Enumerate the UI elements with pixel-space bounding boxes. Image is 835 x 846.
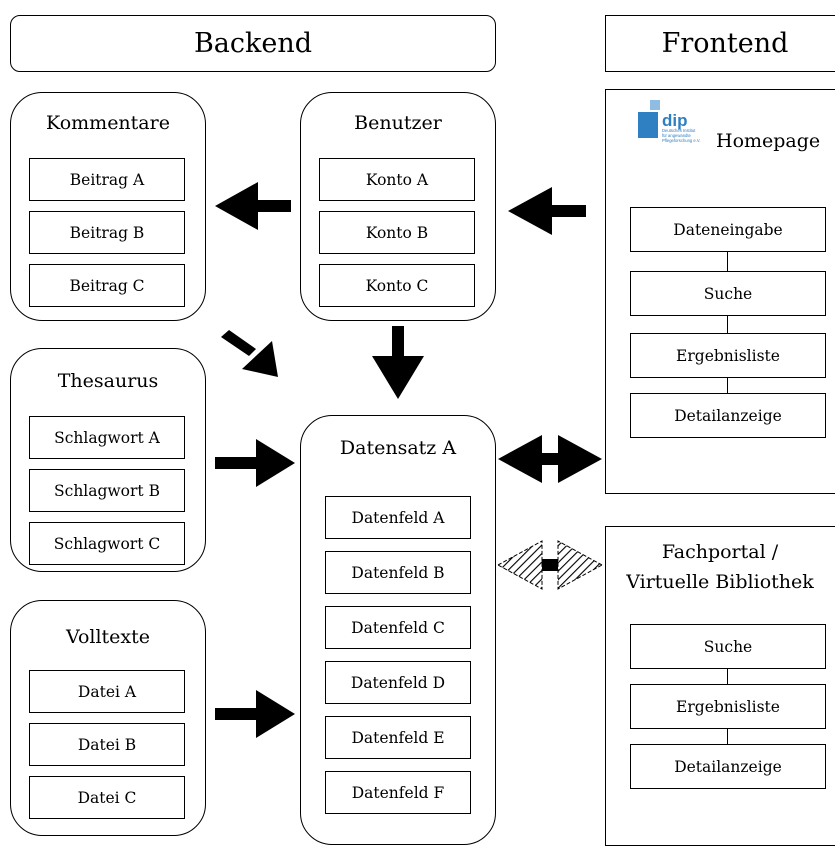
homepage-item: Detailanzeige	[630, 393, 826, 438]
thesaurus-item: Schlagwort C	[29, 522, 185, 565]
kommentare-title: Kommentare	[46, 112, 170, 134]
datensatz-item: Datenfeld D	[325, 661, 471, 704]
benutzer-item: Konto A	[319, 158, 475, 201]
volltexte-title: Volltexte	[65, 626, 151, 648]
arrow-kommentare-to-datensatz	[221, 330, 278, 377]
kommentare-panel: Kommentare Beitrag A Beitrag B Beitrag C	[10, 92, 206, 321]
thesaurus-panel: Thesaurus Schlagwort A Schlagwort B Schl…	[10, 348, 206, 572]
fachportal-item: Suche	[630, 624, 826, 669]
fachportal-title-2: Virtuelle Bibliothek	[626, 571, 814, 593]
volltexte-panel: Volltexte Datei A Datei B Datei C	[10, 600, 206, 836]
homepage-item: Ergebnisliste	[630, 333, 826, 378]
homepage-item: Suche	[630, 271, 826, 316]
arrow-benutzer-to-kommentare	[215, 182, 291, 230]
kommentare-item: Beitrag B	[29, 211, 185, 254]
fachportal-title-1: Fachportal /	[661, 541, 779, 563]
thesaurus-item: Schlagwort B	[29, 469, 185, 512]
datensatz-item: Datenfeld C	[325, 606, 471, 649]
homepage-item: Dateneingabe	[630, 207, 826, 252]
datensatz-title: Datensatz A	[339, 437, 457, 459]
frontend-header: Frontend	[605, 15, 835, 72]
arrow-datensatz-fachportal-hatched	[496, 540, 604, 590]
svg-text:für angewandte: für angewandte	[662, 133, 692, 138]
benutzer-title: Benutzer	[354, 112, 442, 134]
thesaurus-title: Thesaurus	[57, 370, 159, 392]
svg-text:Deutsches Institut: Deutsches Institut	[662, 128, 696, 133]
homepage-title: Homepage	[716, 130, 821, 152]
volltexte-item: Datei A	[29, 670, 185, 713]
datensatz-panel: Datensatz A Datenfeld A Datenfeld B Date…	[300, 415, 496, 845]
volltexte-item: Datei B	[29, 723, 185, 766]
fachportal-panel: Fachportal / Virtuelle Bibliothek Suche …	[605, 526, 835, 846]
kommentare-item: Beitrag A	[29, 158, 185, 201]
arrow-benutzer-to-datensatz	[372, 326, 424, 399]
benutzer-panel: Benutzer Konto A Konto B Konto C	[300, 92, 496, 321]
arrow-volltexte-to-datensatz	[215, 690, 295, 738]
datensatz-item: Datenfeld E	[325, 716, 471, 759]
kommentare-item: Beitrag C	[29, 264, 185, 307]
datensatz-item: Datenfeld B	[325, 551, 471, 594]
volltexte-item: Datei C	[29, 776, 185, 819]
benutzer-item: Konto B	[319, 211, 475, 254]
benutzer-item: Konto C	[319, 264, 475, 307]
datensatz-item: Datenfeld A	[325, 496, 471, 539]
homepage-panel: dip Deutsches Institut für angewandte Pf…	[605, 89, 835, 494]
arrow-thesaurus-to-datensatz	[215, 439, 295, 487]
arrow-datensatz-homepage-double	[498, 435, 602, 483]
arrow-homepage-to-benutzer	[508, 187, 586, 235]
backend-header: Backend	[10, 15, 496, 72]
fachportal-item: Ergebnisliste	[630, 684, 826, 729]
arrows-layer	[215, 182, 604, 738]
dip-logo: dip Deutsches Institut für angewandte Pf…	[634, 100, 704, 150]
thesaurus-item: Schlagwort A	[29, 416, 185, 459]
fachportal-item: Detailanzeige	[630, 744, 826, 789]
logo-text: dip	[662, 111, 688, 130]
datensatz-item: Datenfeld F	[325, 771, 471, 814]
svg-text:Pflegeforschung e.V.: Pflegeforschung e.V.	[662, 138, 701, 143]
